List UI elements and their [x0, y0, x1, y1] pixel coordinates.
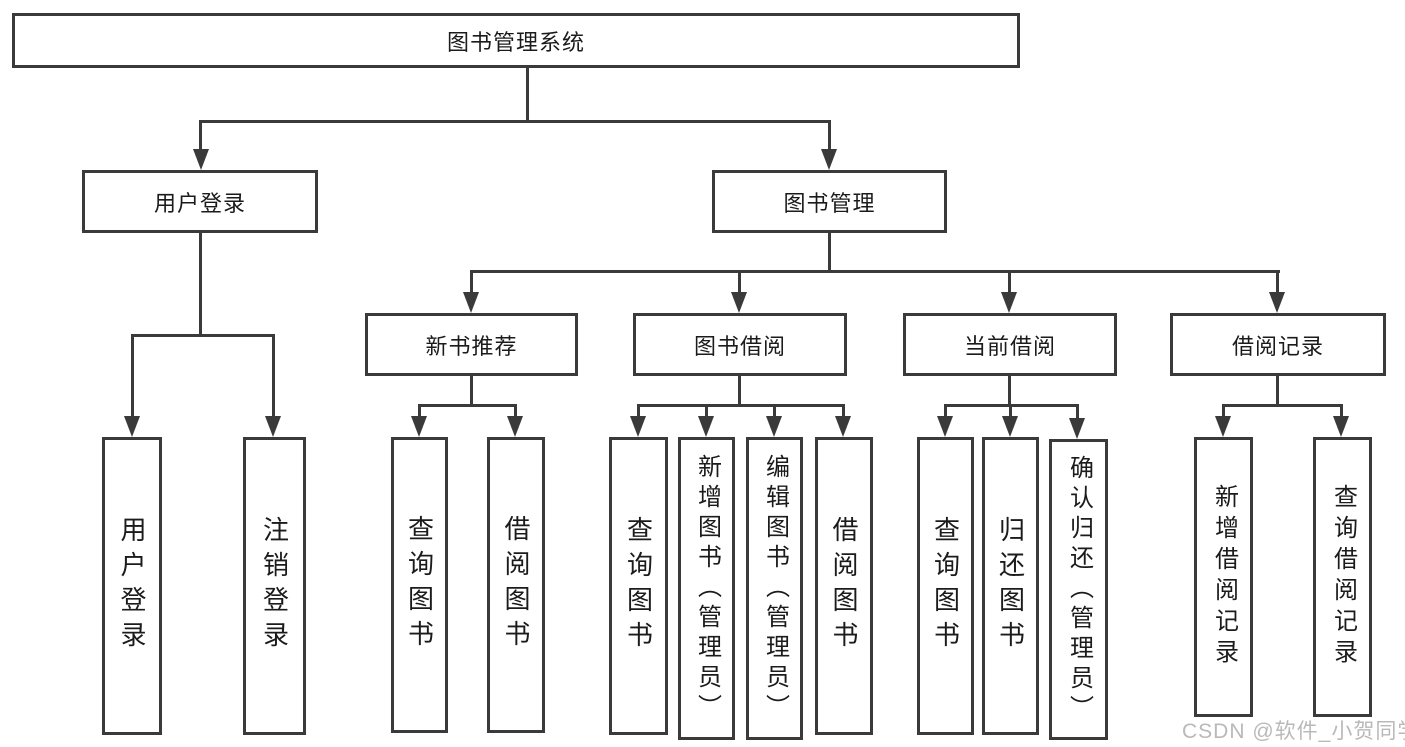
- connector-line: [1340, 404, 1343, 417]
- node-borrow-books: 借阅图书: [815, 437, 873, 735]
- connector-line: [131, 334, 134, 417]
- node-borrowing-records: 借阅记录: [1170, 313, 1386, 376]
- connector-line: [470, 270, 473, 293]
- leaf-label: 用户登录: [117, 516, 147, 656]
- leaf-label: 新增借阅记录: [1210, 484, 1238, 670]
- connector-line: [705, 404, 708, 417]
- leaf-label: 借阅图书: [829, 516, 859, 656]
- node-book-borrowing: 图书借阅: [633, 313, 847, 376]
- arrow-down-icon: [1002, 416, 1018, 437]
- leaf-label: 归还图书: [995, 516, 1026, 656]
- connector-line: [470, 376, 473, 407]
- connector-line: [828, 233, 831, 273]
- connector-line: [1008, 270, 1011, 293]
- connector-line: [828, 120, 831, 151]
- node-query-borrow-record: 查询借阅记录: [1313, 437, 1372, 717]
- connector-line: [637, 404, 844, 407]
- connector-line: [944, 404, 947, 417]
- arrow-down-icon: [821, 149, 837, 170]
- connector-line: [1009, 404, 1012, 417]
- node-add-borrow-record: 新增借阅记录: [1194, 437, 1253, 717]
- node-book-management: 图书管理: [712, 170, 947, 233]
- leaf-label: 编辑图书（管理员）: [761, 453, 789, 724]
- connector-line: [470, 270, 1280, 273]
- arrow-down-icon: [835, 416, 851, 437]
- csdn-watermark: CSDN @软件_小贺同学: [1182, 720, 1405, 743]
- leaf-label: 查询借阅记录: [1329, 484, 1357, 670]
- connector-line: [199, 120, 831, 123]
- connector-line: [637, 404, 640, 417]
- node-query-books: 查询图书: [917, 437, 974, 735]
- arrow-down-icon: [507, 416, 523, 437]
- arrow-down-icon: [1069, 418, 1085, 439]
- node-add-books-admin: 新增图书（管理员）: [678, 437, 735, 740]
- node-new-book-recommendation: 新书推荐: [365, 313, 578, 376]
- leaf-label: 查询图书: [623, 516, 654, 656]
- node-query-books: 查询图书: [609, 437, 668, 735]
- arrow-down-icon: [1269, 292, 1285, 313]
- connector-line: [1222, 404, 1343, 407]
- leaf-label: 查询图书: [930, 516, 961, 656]
- connector-line: [131, 334, 275, 337]
- arrow-down-icon: [265, 416, 281, 437]
- leaf-label: 新增图书（管理员）: [693, 453, 721, 724]
- arrow-down-icon: [1215, 416, 1231, 437]
- arrow-down-icon: [1001, 292, 1017, 313]
- arrow-down-icon: [731, 292, 747, 313]
- connector-line: [1008, 376, 1011, 407]
- arrow-down-icon: [124, 416, 140, 437]
- node-edit-books-admin: 编辑图书（管理员）: [746, 437, 803, 740]
- node-logout: 注销登录: [243, 437, 306, 735]
- node-return-books: 归还图书: [982, 437, 1039, 735]
- node-user-login-leaf: 用户登录: [102, 437, 162, 735]
- arrow-down-icon: [698, 416, 714, 437]
- leaf-label: 注销登录: [259, 516, 290, 656]
- connector-line: [842, 404, 845, 417]
- arrow-down-icon: [630, 416, 646, 437]
- arrow-down-icon: [193, 149, 209, 170]
- node-user-login: 用户登录: [82, 170, 318, 233]
- connector-line: [418, 404, 421, 417]
- node-confirm-return-admin: 确认归还（管理员）: [1049, 439, 1108, 740]
- arrow-down-icon: [766, 416, 782, 437]
- node-query-books: 查询图书: [391, 437, 448, 733]
- connector-line: [199, 233, 202, 336]
- connector-line: [526, 68, 529, 123]
- connector-line: [272, 334, 275, 417]
- connector-line: [418, 404, 517, 407]
- arrow-down-icon: [1333, 416, 1349, 437]
- node-library-management-system: 图书管理系统: [12, 13, 1020, 68]
- node-current-borrowing: 当前借阅: [903, 313, 1117, 376]
- connector-line: [773, 404, 776, 417]
- arrow-down-icon: [463, 292, 479, 313]
- leaf-label: 查询图书: [404, 515, 435, 655]
- arrow-down-icon: [937, 416, 953, 437]
- connector-line: [738, 376, 741, 407]
- connector-line: [199, 120, 202, 151]
- arrow-down-icon: [411, 416, 427, 437]
- connector-line: [1276, 376, 1279, 407]
- leaf-label: 确认归还（管理员）: [1065, 454, 1093, 725]
- leaf-label: 借阅图书: [501, 515, 531, 655]
- node-borrow-books: 借阅图书: [487, 437, 545, 733]
- connector-line: [1222, 404, 1225, 417]
- connector-line: [738, 270, 741, 293]
- connector-line: [1276, 270, 1279, 293]
- connector-line: [514, 404, 517, 417]
- connector-line: [1076, 404, 1079, 419]
